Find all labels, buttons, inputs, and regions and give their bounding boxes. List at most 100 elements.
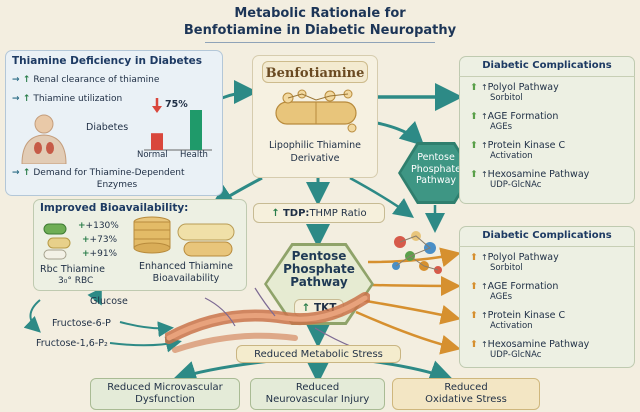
glucose-label: Glucose [90,296,128,307]
complication-line1: Hexosamine Pathway [487,339,590,350]
complications-bottom-panel [459,226,635,368]
increase-icon: ↑ [480,112,488,121]
benfotiamine-desc-line2: Derivative [290,153,340,164]
bar-normal [151,133,163,150]
pentose-hex-label: Pentose Phosphate Pathway [283,249,355,289]
deficiency-demand-line1: → ↑ Demand for Thiamine-Dependent [12,168,185,178]
complications-bottom-rule [459,246,635,247]
down-arrow-icon [152,106,162,113]
tdp-ratio-box: ↑ TDP:THMP Ratio [253,203,385,223]
small-pentose-label: Pentose Phosphate Pathway [411,152,461,186]
complications-top-panel [459,56,635,204]
bar-health-label: Health [180,150,208,160]
green-arrow-icon: ⬆ [470,82,478,93]
arrow-orange-3 [359,298,461,325]
bar-percent-label: 75% [165,99,188,110]
complications-top-title: Diabetic Complications [482,60,612,71]
deficiency-demand-line2: Enzymes [96,180,138,190]
title-underline [205,42,435,43]
rbc-label-line2: 3₀° RBC [58,276,94,286]
complication-line2: Activation [490,151,533,161]
arrow-deficiency-to-benfotiamine [221,80,258,105]
arrow-to-small-pentose [371,120,425,147]
green-arrow-icon: ⬆ [470,169,478,180]
benfotiamine-name: Benfotiamine [265,66,365,81]
complication-line1: AGE Formation [487,111,559,122]
green-arrow-icon: ⬆ [470,111,478,122]
complication-line1: AGE Formation [487,281,559,292]
arrow-f6p-right [119,321,174,338]
complication-line1: Protein Kinase C [487,310,566,321]
bio-percent-2: ++73% [82,235,118,245]
bar-normal-label: Normal [137,150,168,160]
orange-arrow-icon: ⬆ [470,281,478,292]
diagram-title-line2: Benfotiamine in Diabetic Neuropathy [183,23,457,38]
thiamine-bar-chart [144,98,212,151]
arrow-to-right-cluster [349,176,415,218]
bioavailability-title: Improved Bioavailability: [40,202,189,214]
nerve-fiber-illustration [165,287,370,353]
capsules-icon [43,223,71,260]
bio-percent-1: ++130% [78,221,119,231]
complication-line2: AGEs [490,122,513,132]
increase-icon: ↑ [480,170,488,179]
bio-percent-3: ++91% [82,249,118,259]
rbc-label-line1: Rbc Thiamine [40,264,105,275]
complication-line2: Activation [490,321,533,331]
diagram-title-line1: Metabolic Rationale for [234,6,406,21]
bioavailability-illustration [133,216,235,257]
complication-line2: AGEs [490,292,513,302]
complication-line2: UDP-GlcNAc [490,350,542,360]
complications-top-rule [459,76,635,77]
complication-line2: Sorbitol [490,263,523,273]
increase-icon: ↑ [480,253,488,262]
deficiency-item-renal: → ↑ Renal clearance of thiamine [12,75,160,85]
arrow-loop-left [23,299,41,333]
complication-line1: Polyol Pathway [487,82,559,93]
outcome-neurovascular: Reduced Neurovascular Injury [250,378,385,410]
complication-line1: Hexosamine Pathway [487,169,590,180]
bar-health [190,110,202,150]
increase-icon: ↑ [480,282,488,291]
benfotiamine-molecule-icon [275,89,357,133]
increase-icon: ↑ [480,141,488,150]
arrow-stress-to-micro [172,359,271,385]
outcome-oxidative: Reduced Oxidative Stress [392,378,540,410]
increase-icon: ↑ [480,340,488,349]
outcome-microvascular: Reduced Microvascular Dysfunction [90,378,240,410]
complications-bottom-title: Diabetic Complications [482,230,612,241]
arrow-stress-to-oxid [369,359,454,384]
orange-arrow-icon: ⬆ [470,310,478,321]
benfotiamine-title-box: Benfotiamine [262,61,368,83]
increase-icon: ↑ [480,83,488,92]
orange-arrow-icon: ⬆ [470,252,478,263]
deficiency-title: Thiamine Deficiency in Diabetes [12,55,203,67]
arrow-orange-4 [355,310,461,355]
deficiency-item-utilization: → ↑ Thiamine utilization [12,94,123,104]
enhanced-line1: Enhanced Thiamine [138,261,234,272]
enhanced-line2: Bioavailability [152,273,220,284]
metabolic-stress-box: Reduced Metabolic Stress [236,345,401,363]
patient-silhouette-icon [21,114,67,164]
complication-line2: UDP-GlcNAc [490,180,542,190]
arrow-f16p-right [109,336,182,353]
green-arrow-icon: ⬆ [470,140,478,151]
fructose-6p-label: Fructose-6-P [52,318,111,329]
arrow-orange-2 [371,275,461,296]
complication-line1: Polyol Pathway [487,252,559,263]
complication-line1: Protein Kinase C [487,140,566,151]
fructose-16p-label: Fructose-1,6-P₂ [36,338,108,349]
diabetes-label: Diabetes [86,122,129,133]
benfotiamine-desc-line1: Lipophilic Thiamine [268,140,362,151]
molecule-cluster-illustration [392,231,442,274]
complication-line2: Sorbitol [490,93,523,103]
orange-arrow-icon: ⬆ [470,339,478,350]
